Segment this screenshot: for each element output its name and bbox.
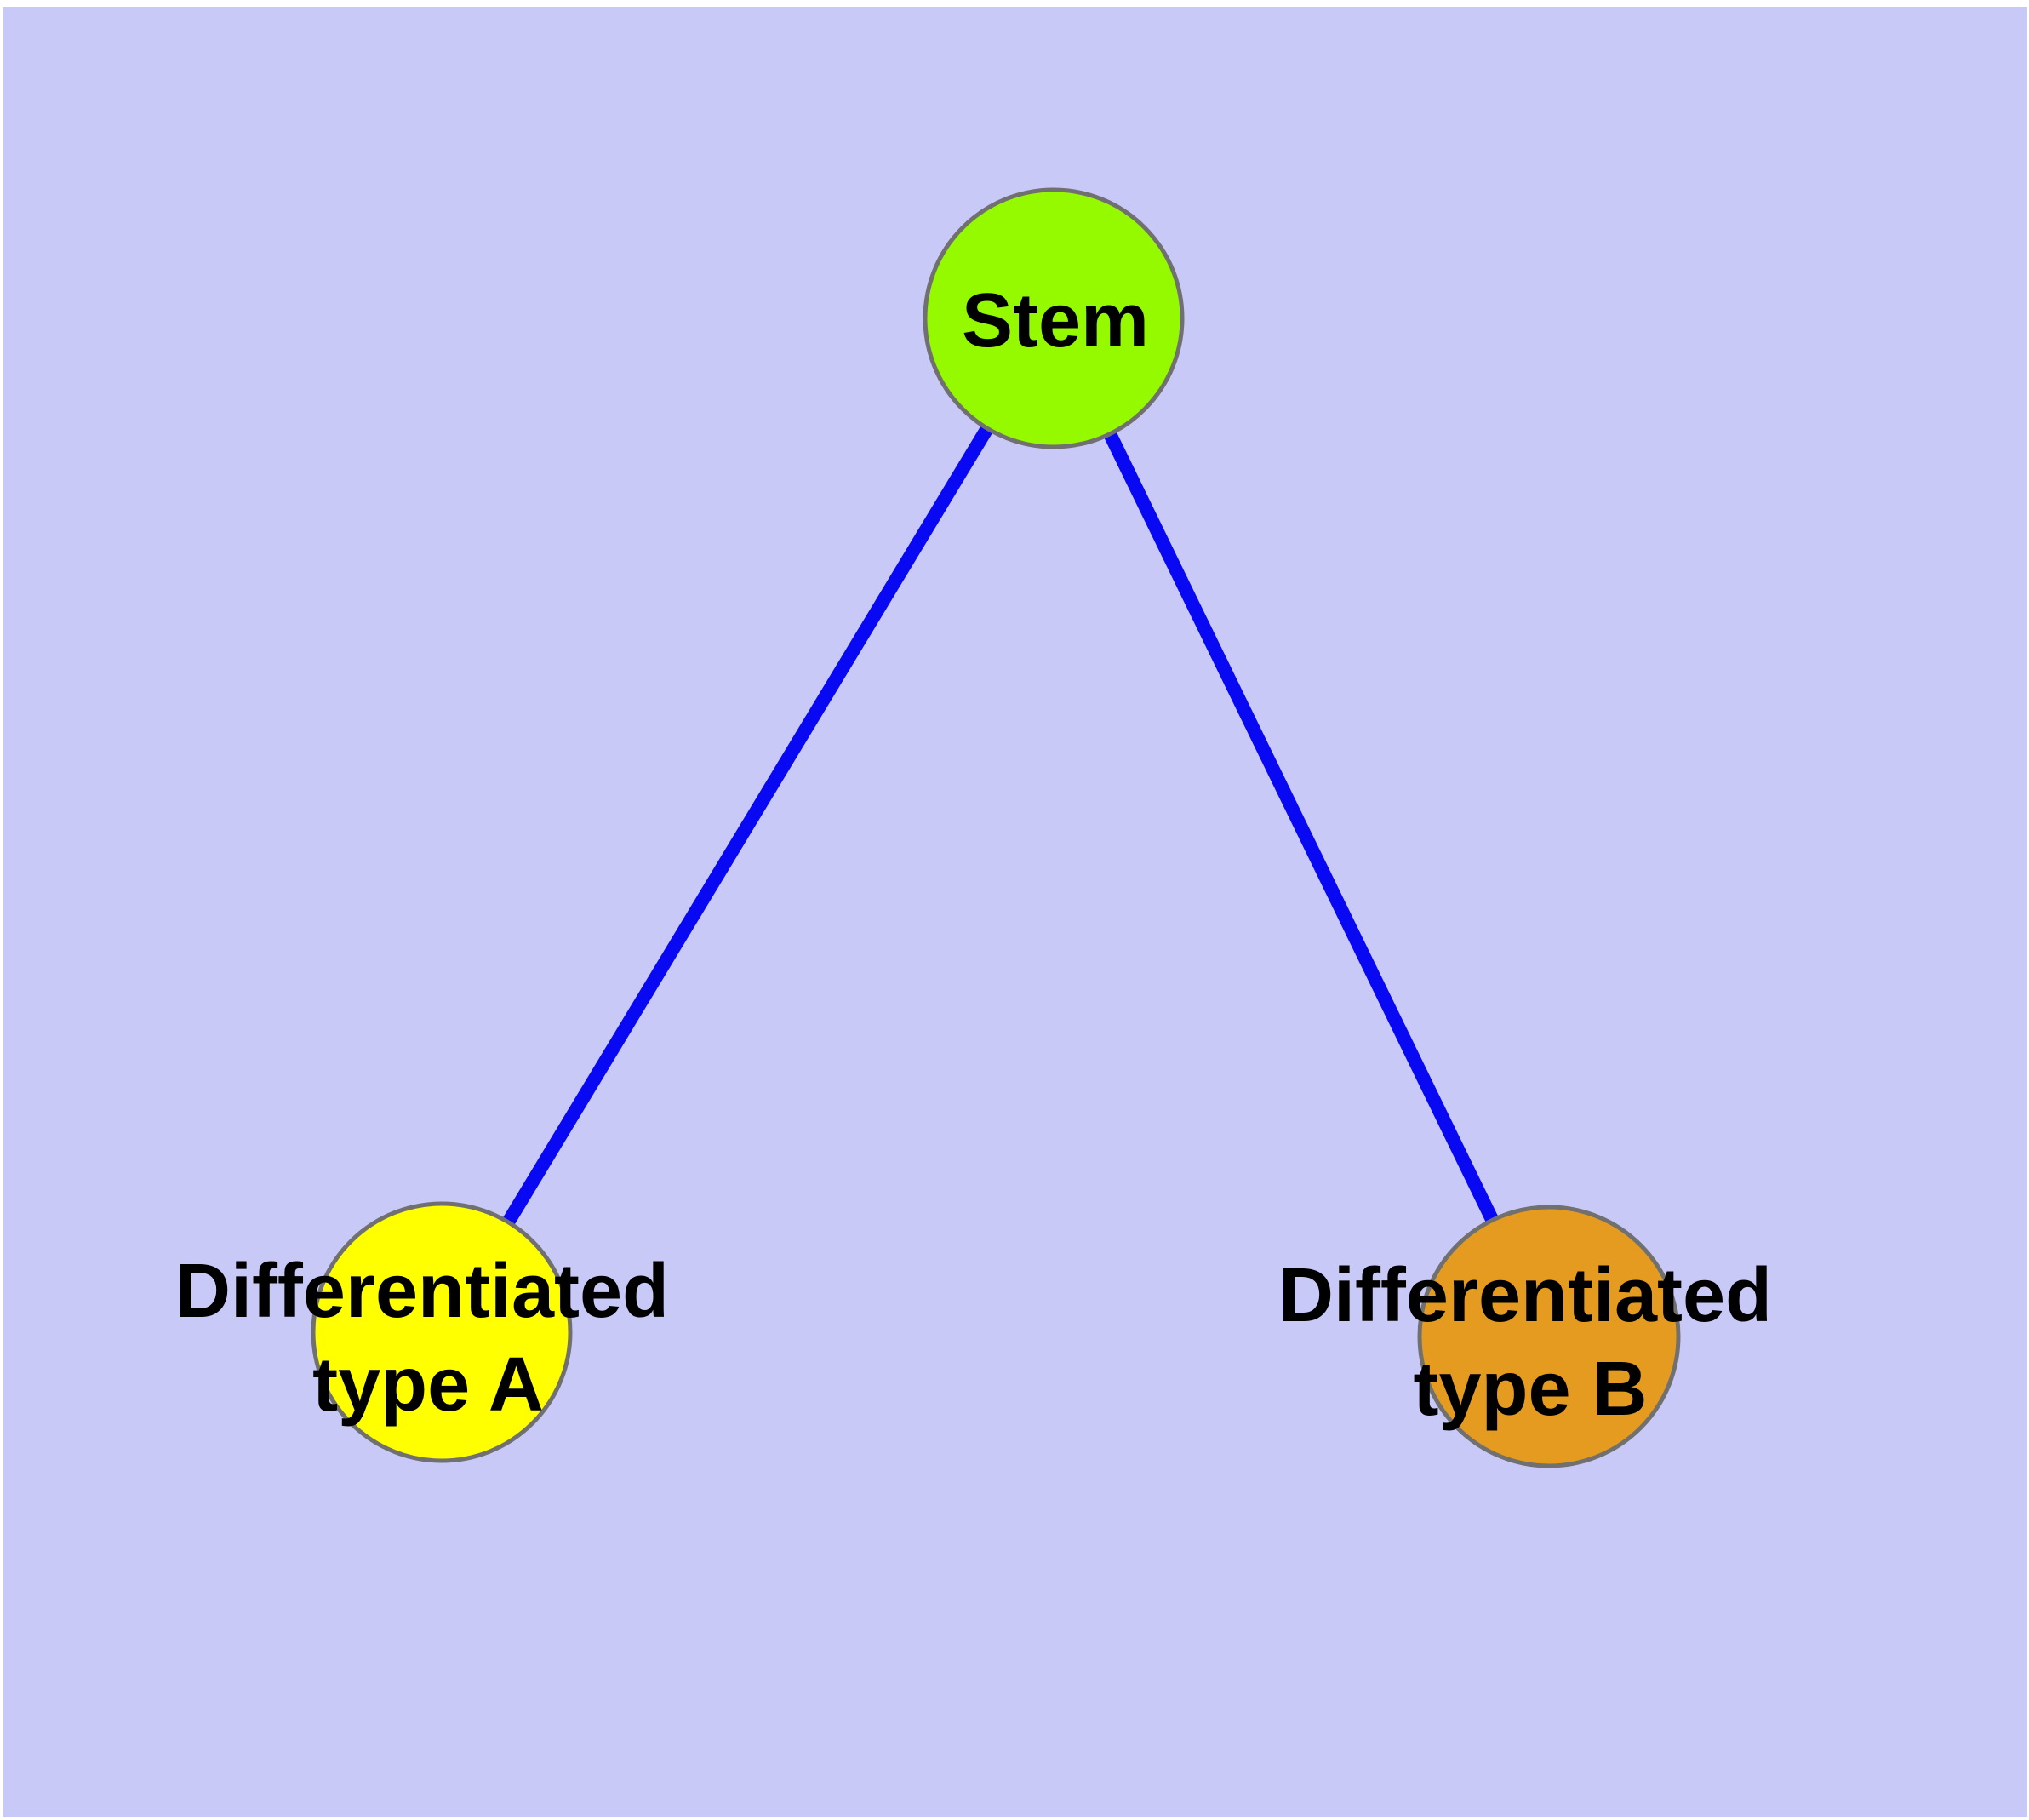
- node-type-b-label-line2: type B: [1413, 1347, 1647, 1432]
- node-type-a-label-line1: Differentiated: [175, 1249, 669, 1334]
- node-stem-label: Stem: [962, 278, 1149, 363]
- node-type-a: [311, 1201, 573, 1463]
- node-type-b-label-line1: Differentiated: [1278, 1253, 1772, 1338]
- edge-stem-to-type-a: [436, 314, 1060, 1336]
- node-type-a-label-line2: type A: [312, 1342, 544, 1428]
- edge-stem-to-type-b: [1047, 315, 1556, 1340]
- node-type-b: [1417, 1205, 1681, 1468]
- node-stem: [923, 187, 1185, 449]
